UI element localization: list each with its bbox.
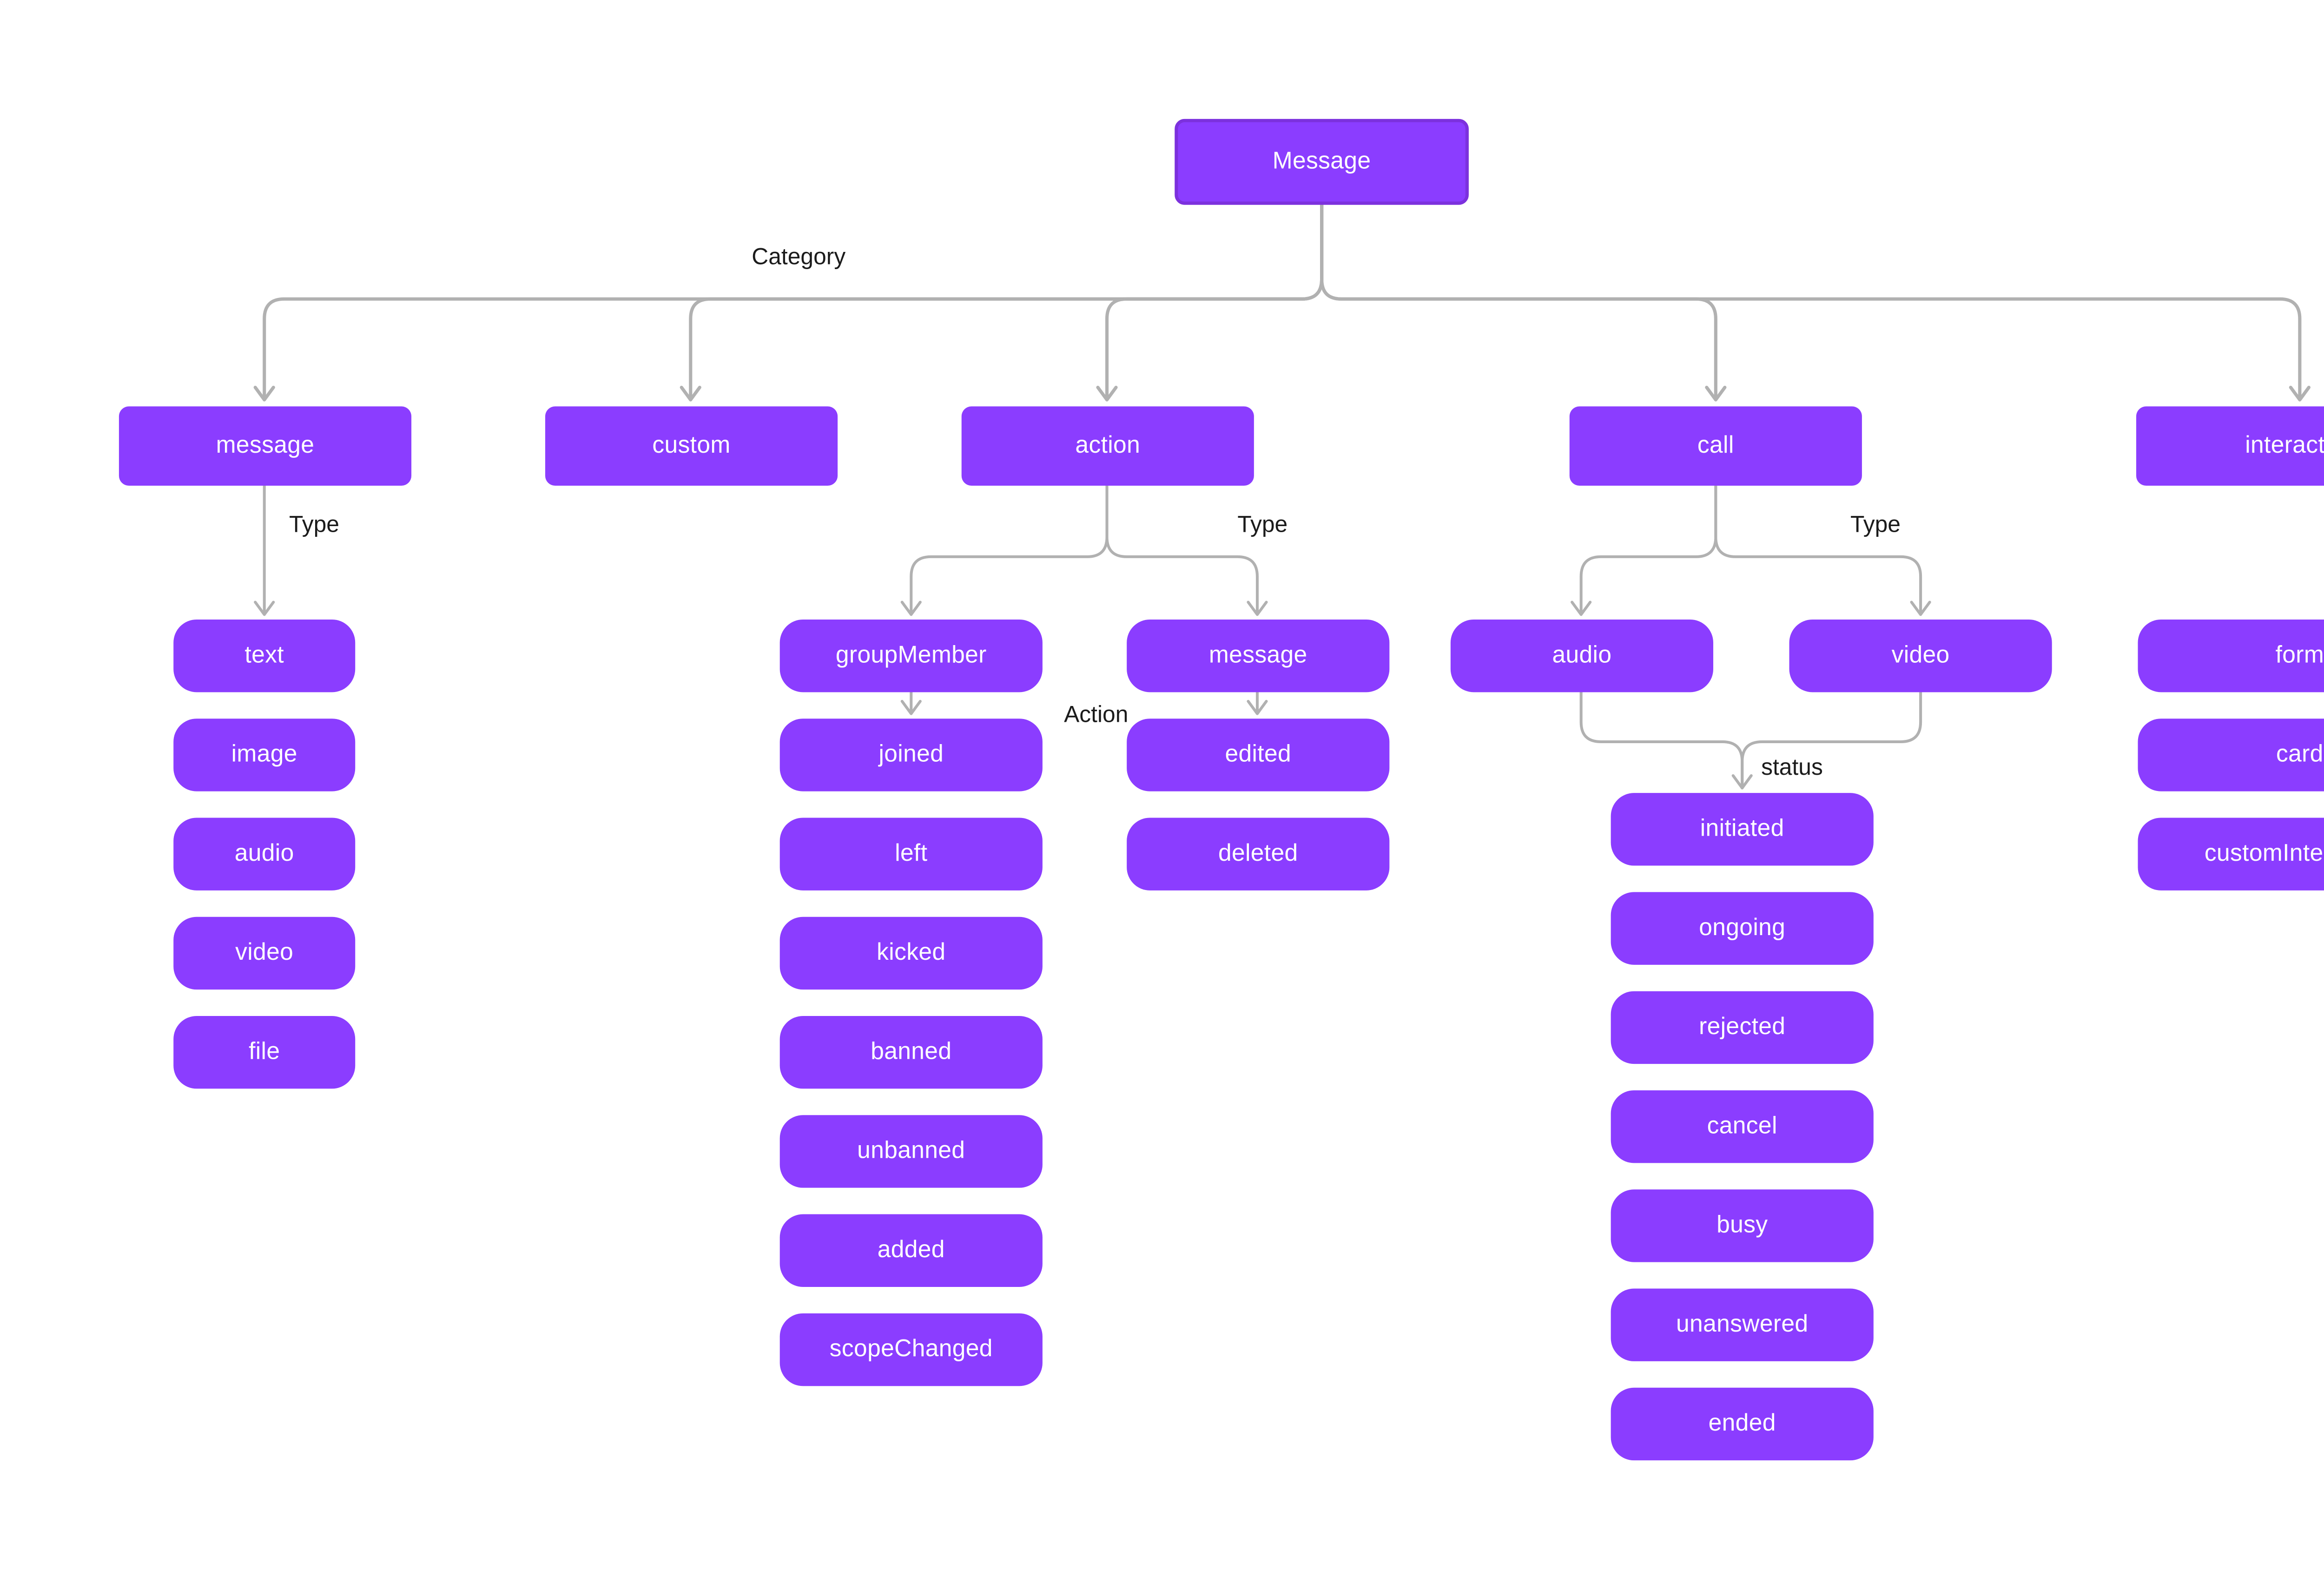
call-status-node-rejected: rejected — [1611, 991, 1874, 1064]
root-node-message: Message — [1175, 119, 1469, 205]
call-status-node-unanswered: unanswered — [1611, 1288, 1874, 1361]
category-node-message: message — [119, 406, 412, 486]
message-type-node-audio: audio — [173, 818, 356, 890]
edge-call-to-audio — [1571, 484, 1717, 616]
call-status-node-initiated: initiated — [1611, 793, 1874, 866]
message-action-node-deleted: deleted — [1127, 818, 1390, 890]
group-action-node-scopechanged: scopeChanged — [779, 1313, 1043, 1386]
category-node-action: action — [961, 406, 1254, 486]
edge-label-status: status — [1761, 753, 1823, 780]
edge-video-to-status — [1741, 691, 1922, 790]
edge-audio-to-status — [1579, 691, 1744, 790]
edge-root-to-action — [1096, 203, 1324, 402]
interactive-type-node-custominteractive: customInteractive — [2138, 818, 2324, 890]
interactive-type-node-card: card — [2138, 719, 2324, 792]
message-type-node-video: video — [173, 917, 356, 990]
edge-status-arrowhead — [1731, 774, 1753, 790]
interactive-type-node-form: form — [2138, 619, 2324, 693]
category-node-interactive: interactive — [2136, 406, 2324, 486]
call-type-node-audio: audio — [1450, 619, 1714, 693]
edge-label-type-call: Type — [1850, 510, 1901, 537]
message-type-node-text: text — [173, 619, 356, 693]
message-type-node-image: image — [173, 719, 356, 792]
group-action-node-banned: banned — [779, 1016, 1043, 1089]
edge-root-to-custom — [680, 203, 1324, 402]
edge-action-to-groupmember — [900, 484, 1109, 616]
call-status-node-cancel: cancel — [1611, 1090, 1874, 1163]
edge-groupmember-to-joined — [900, 691, 922, 715]
group-action-node-added: added — [779, 1214, 1043, 1287]
category-node-call: call — [1569, 406, 1862, 486]
group-action-node-kicked: kicked — [779, 917, 1043, 990]
edge-label-action: Action — [1064, 700, 1129, 727]
edge-messagetype-to-edited — [1247, 691, 1268, 715]
edge-label-type-message: Type — [289, 510, 339, 537]
call-status-node-ended: ended — [1611, 1387, 1874, 1461]
edge-action-to-message-type — [1105, 484, 1268, 616]
group-action-node-unbanned: unbanned — [779, 1115, 1043, 1188]
edge-label-category: Category — [752, 243, 846, 270]
category-node-custom: custom — [545, 406, 838, 486]
message-type-node-file: file — [173, 1016, 356, 1089]
action-type-node-groupmember: groupMember — [779, 619, 1043, 693]
call-type-node-video: video — [1789, 619, 2052, 693]
group-action-node-left: left — [779, 818, 1043, 890]
edge-call-to-video — [1714, 484, 1931, 616]
edge-label-type-action: Type — [1237, 510, 1288, 537]
edge-message-to-text — [254, 484, 275, 616]
call-status-node-busy: busy — [1611, 1189, 1874, 1262]
group-action-node-joined: joined — [779, 719, 1043, 792]
edge-root-to-interactive — [1320, 203, 2311, 402]
edge-root-to-call — [1320, 203, 1727, 402]
action-type-node-message: message — [1127, 619, 1390, 693]
call-status-node-ongoing: ongoing — [1611, 892, 1874, 965]
edge-root-to-message — [253, 203, 1324, 402]
message-action-node-edited: edited — [1127, 719, 1390, 792]
